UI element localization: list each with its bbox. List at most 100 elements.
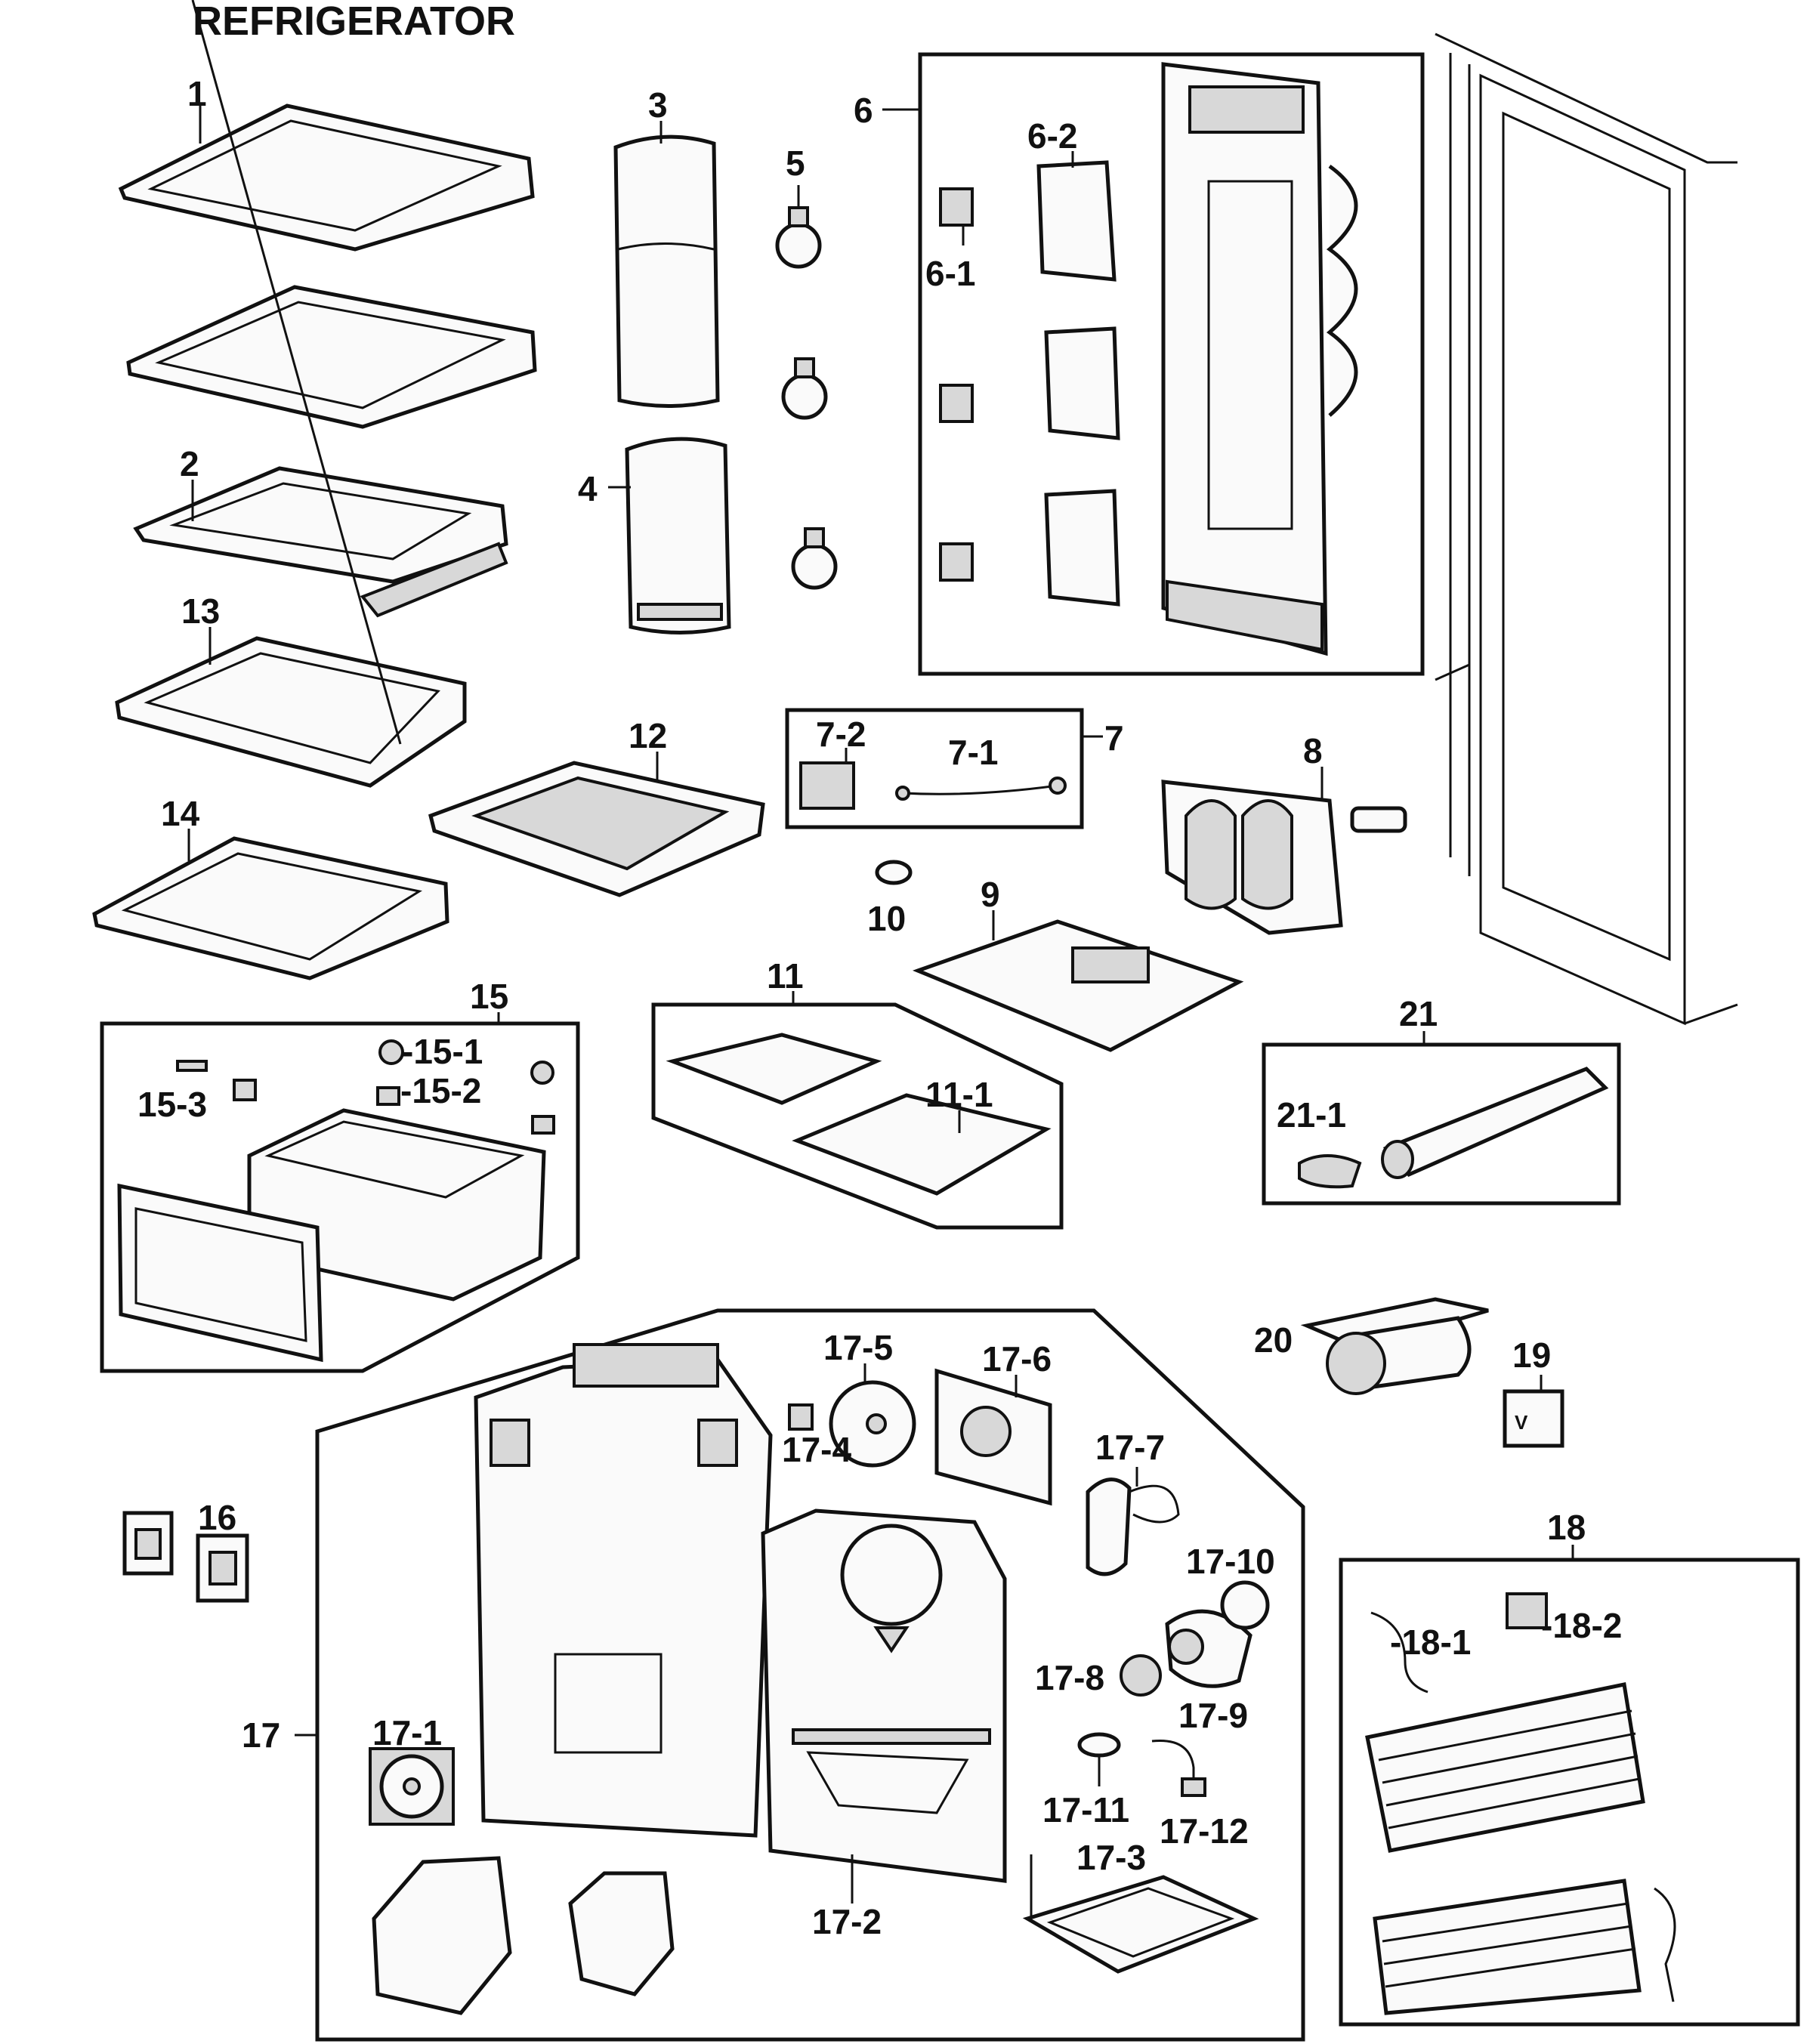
part-15-2-clips [376,1086,555,1135]
part-6-1-connectors [939,187,974,582]
label-1: 1 [187,74,207,113]
part-11-1-shelf-frame [792,1093,1052,1196]
part-7-1-wire-harness [895,777,1067,801]
part-17-4-bushing [788,1403,814,1431]
label-17-4: 17-4 [782,1430,851,1469]
part-17-evaporator-cover [474,1343,773,1838]
part-21-rail [1381,1067,1609,1179]
part-17-fan-shrouds [372,1856,675,2015]
label-17-10: 17-10 [1186,1542,1275,1581]
label-8: 8 [1303,731,1323,770]
label-21: 21 [1399,994,1438,1033]
part-6-group-box [918,52,1425,676]
part-2-shelf-frame [133,466,508,618]
part-11-shelf [666,1033,882,1105]
label-17-7: 17-7 [1095,1428,1165,1467]
label-17: 17 [242,1715,280,1755]
label-17-2: 17-2 [812,1902,882,1941]
label-9: 9 [981,875,1000,914]
label-14: 14 [161,794,200,833]
part-17-11-screw [1077,1732,1121,1786]
label-3: 3 [648,85,668,125]
part-18-group-box [1339,1558,1800,2027]
part-21-1-cap [1298,1154,1362,1189]
part-17-3-heater [1022,1854,1259,1974]
part-17-12-sensor [1151,1739,1206,1797]
label-18: 18 [1547,1508,1586,1547]
label-17-11: 17-11 [1042,1790,1129,1829]
label-18-1: -18-1 [1390,1623,1471,1662]
part-1-glass-shelf-upper [118,103,535,252]
label-19: 19 [1512,1335,1551,1375]
part-18-1-sensor [1370,1611,1429,1694]
part-17-5-fan-blade [829,1363,916,1468]
part-4-lamp-cover-lower [608,437,731,635]
part-17-1-fan [369,1747,455,1826]
part-21-group-box [1262,1042,1621,1206]
part-12-tray [428,752,765,897]
label-10: 10 [867,899,906,938]
part-17-9-damper-motor [1165,1609,1252,1688]
label-7: 7 [1104,718,1124,758]
part-6-2-duct-caps [1036,151,1120,607]
label-15-1: -15-1 [402,1032,483,1071]
part-19-badge: V [1515,1411,1528,1434]
part-11-group-box [651,1002,1064,1230]
part-14-glass-shelf-bottom [92,829,449,980]
label-15: 15 [470,977,508,1016]
label-17-12: 17-12 [1160,1811,1249,1851]
label-11-1: 11-1 [925,1075,993,1114]
part-8-evaporator-duct [1161,767,1407,935]
label-6-1: 6-1 [925,254,975,293]
part-15-3-bracket [176,1060,257,1101]
part-15-1-rollers [378,1039,554,1085]
part-7-2-lamp-socket [799,748,855,810]
part-18-evaporator-coil [1365,1682,1676,2015]
part-17-2-plate [761,1508,1007,1904]
label-16: 16 [198,1498,236,1537]
label-6-2: 6-2 [1027,116,1077,156]
part-cabinet-outline [1435,32,1738,1026]
label-17-1: 17-1 [372,1713,442,1752]
part-17-7-fan-motor [1086,1467,1180,1576]
part-17-10-grommet [1220,1580,1270,1630]
label-21-1: 21-1 [1277,1095,1346,1135]
label-18-2: -18-2 [1541,1606,1622,1645]
label-12: 12 [629,716,667,755]
part-10-knob [875,860,913,885]
part-20-auger-motor [1300,1297,1489,1395]
part-15-drawer [117,1108,546,1363]
label-5: 5 [786,144,805,183]
part-7-group-box [785,708,1084,829]
label-11: 11 [767,956,804,996]
label-13: 13 [181,591,220,631]
label-17-3: 17-3 [1076,1838,1146,1877]
part-3-lamp-cover-upper [613,121,720,408]
part-17-6-motor-plate [934,1368,1052,1506]
part-13-crisper-cover [115,0,467,788]
label-17-5: 17-5 [823,1328,893,1367]
label-6: 6 [854,91,873,130]
label-20: 20 [1254,1320,1293,1360]
label-17-8: 17-8 [1035,1658,1104,1697]
part-16-covers [122,1511,249,1603]
callout-labels: 1 2 3 4 5 6 6-1 6-2 7 7-1 7-2 8 9 10 11 … [137,74,1622,1941]
part-5-lamp-bulbs [775,185,838,590]
part-6-door-duct-assembly [1161,62,1358,656]
part-1-glass-shelf-lower [126,285,537,429]
label-7-2: 7-2 [816,715,866,754]
label-15-3: 15-3 [137,1085,207,1124]
label-15-2: -15-2 [400,1071,481,1110]
part-19-relay [1503,1375,1564,1448]
label-4: 4 [578,469,598,508]
label-7-1: 7-1 [948,733,998,772]
label-2: 2 [180,444,199,483]
part-17-8-washer [1120,1654,1162,1697]
diagram-title: REFRIGERATOR [193,0,515,44]
part-9-panel [912,910,1244,1052]
label-17-6: 17-6 [982,1339,1052,1379]
part-18-2-thermal-fuse [1506,1592,1548,1629]
label-17-9: 17-9 [1178,1696,1248,1735]
part-17-group-box [315,1308,1305,2042]
